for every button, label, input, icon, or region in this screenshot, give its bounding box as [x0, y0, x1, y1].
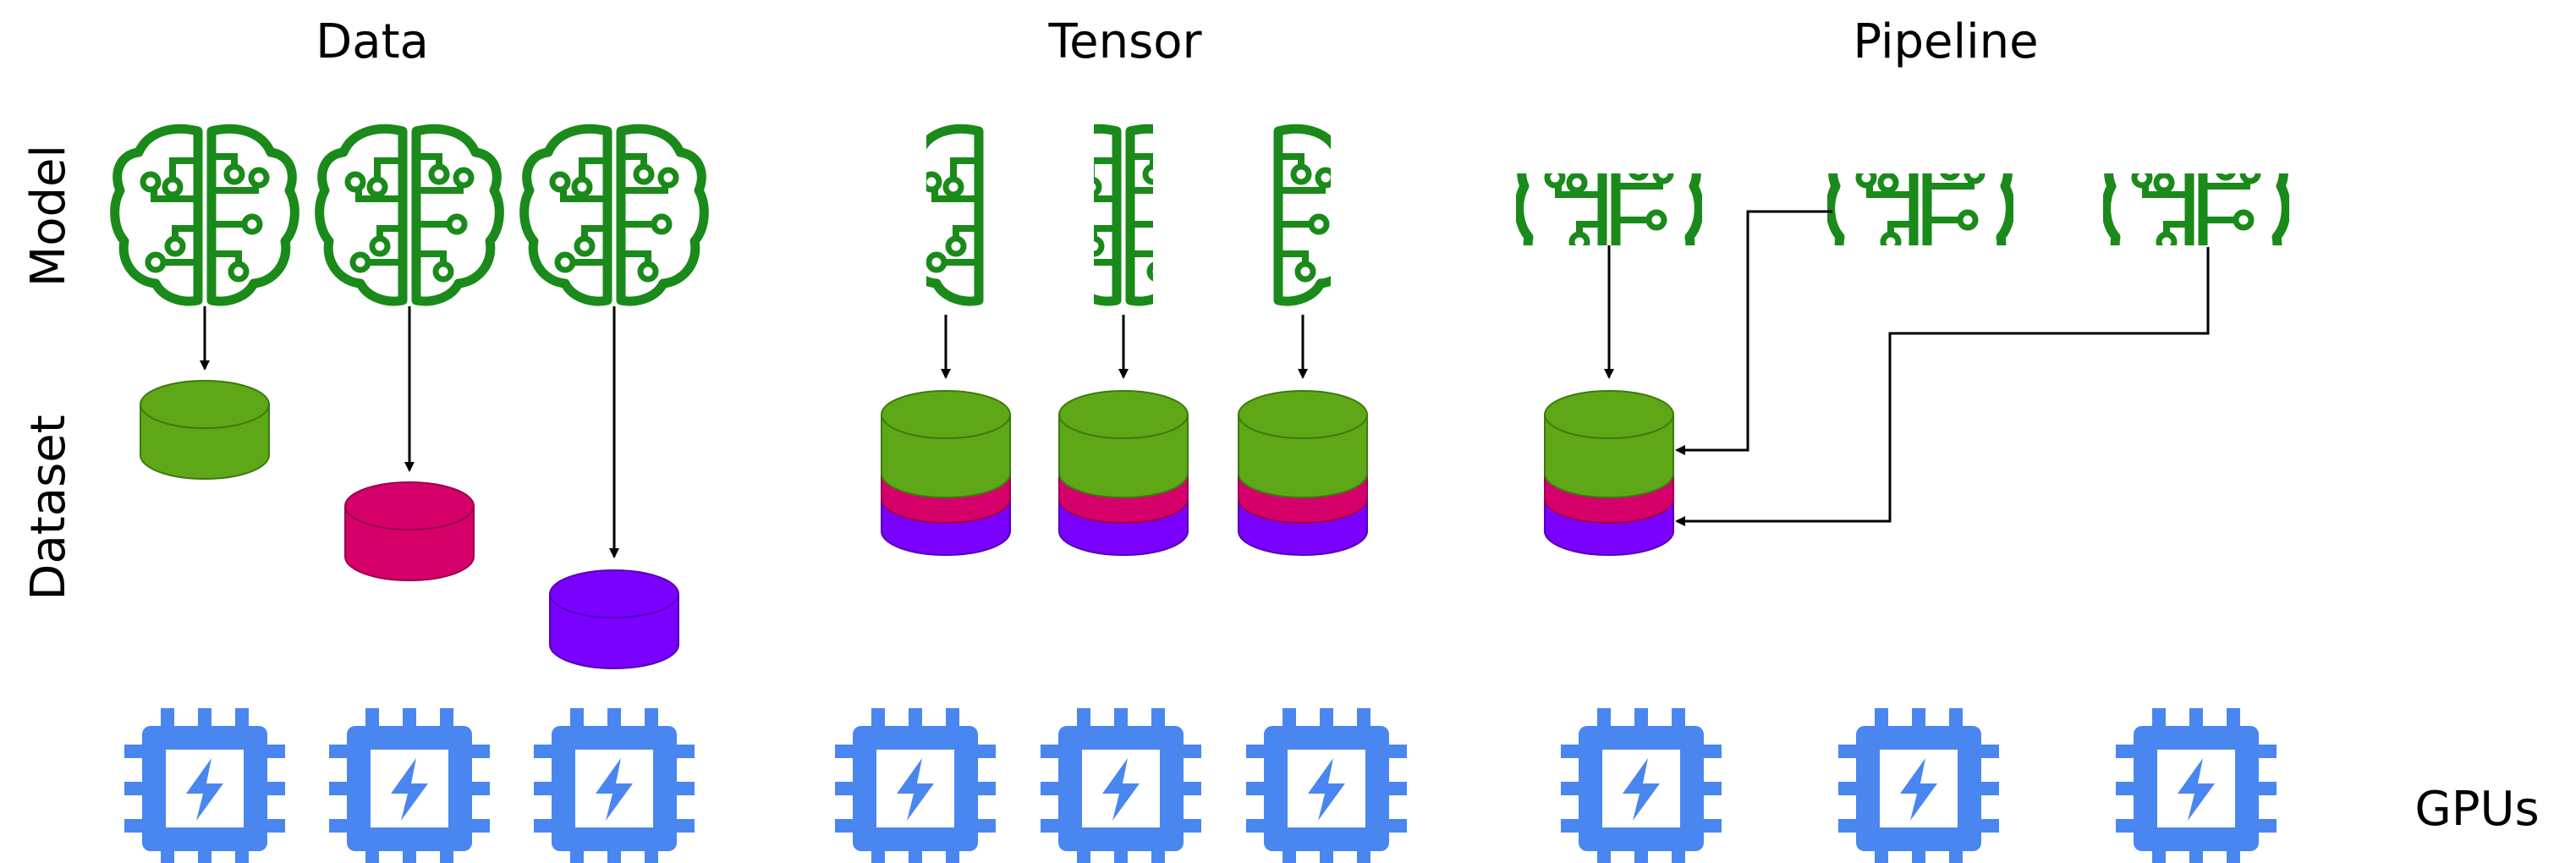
gpu-chip-icon: [2116, 708, 2277, 863]
database-stack-icon: [1058, 390, 1189, 556]
arrow: [1675, 210, 1832, 455]
row-label-model: Model: [21, 145, 76, 287]
database-icon: [344, 481, 475, 581]
database-icon: [549, 569, 679, 669]
heading-data: Data: [316, 14, 429, 69]
database-stack-icon: [1544, 390, 1674, 556]
gpu-chip-icon: [124, 708, 285, 863]
brain-circuit-icon: [525, 129, 705, 301]
gpu-chip-icon: [1246, 708, 1407, 863]
brain-slice-icon: [1182, 129, 1362, 301]
brain-circuit-icon: [115, 129, 295, 301]
brain-circuit-icon: [320, 129, 500, 301]
heading-tensor: Tensor: [1047, 14, 1202, 69]
brain-slice-icon: [1831, 124, 2011, 297]
arrow: [1675, 247, 2210, 526]
gpu-chip-icon: [1561, 708, 1722, 863]
brain-slice-icon: [896, 129, 1076, 301]
row-label-gpus: GPUs: [2414, 782, 2539, 837]
database-stack-icon: [881, 390, 1011, 556]
pipeline-parallel-group: [1519, 124, 2287, 863]
row-label-dataset: Dataset: [21, 415, 76, 600]
gpu-chip-icon: [835, 708, 996, 863]
brain-slice-icon: [2106, 124, 2287, 297]
tensor-parallel-group: [835, 129, 1407, 863]
database-stack-icon: [1238, 390, 1368, 556]
gpu-chip-icon: [534, 708, 695, 863]
gpu-chip-icon: [329, 708, 490, 863]
gpu-chip-icon: [1838, 708, 1999, 863]
heading-pipeline: Pipeline: [1853, 14, 2038, 69]
gpu-chip-icon: [1041, 708, 1201, 863]
brain-slice-icon: [1034, 129, 1214, 301]
data-parallel-group: [115, 129, 705, 863]
database-icon: [140, 380, 270, 480]
